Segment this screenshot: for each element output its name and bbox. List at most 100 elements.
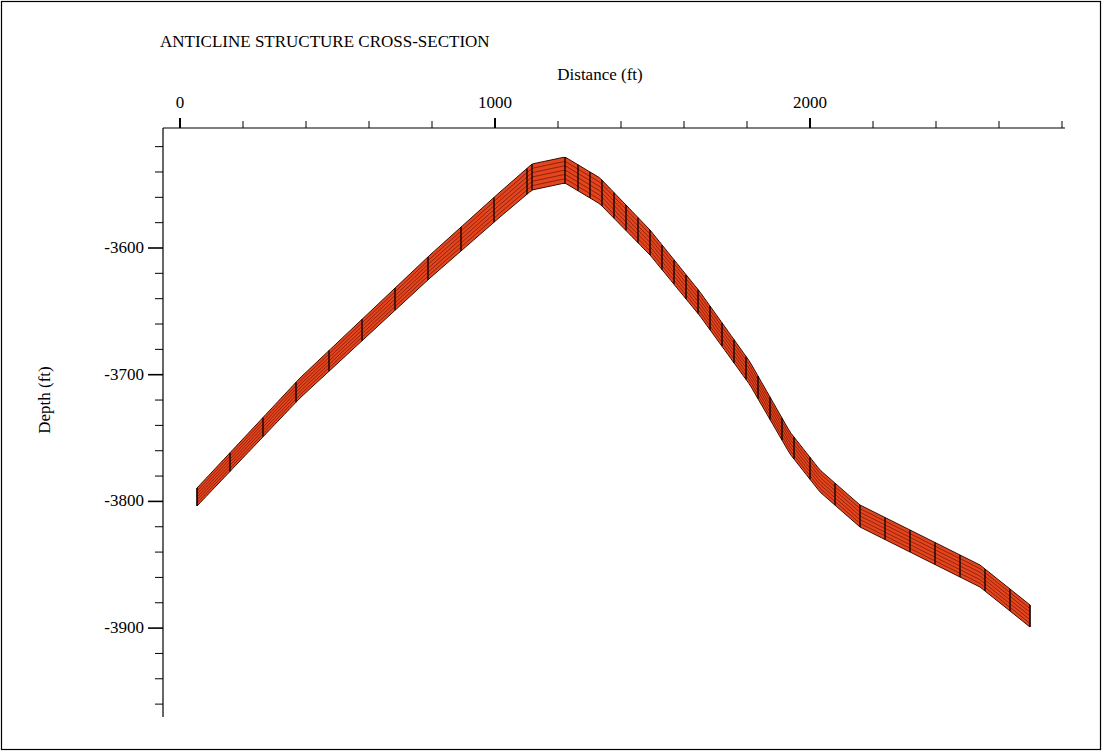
y-tick [155, 324, 163, 325]
grid-column-line [493, 197, 494, 222]
y-tick [155, 450, 163, 451]
y-tick [155, 425, 163, 426]
grid-column-line [526, 168, 527, 194]
grid-column-line [781, 418, 782, 440]
y-tick [155, 577, 163, 578]
grid-column-line [884, 518, 885, 540]
grid-column-line [809, 457, 810, 479]
grid-column-line [601, 180, 602, 206]
y-tick [155, 349, 163, 350]
y-tick [155, 704, 163, 705]
tick-label: -3600 [104, 239, 144, 258]
tick-label: -3700 [104, 365, 144, 384]
x-tick [243, 121, 244, 128]
grid-column-line [984, 569, 985, 591]
grid-column-line [577, 165, 578, 191]
axis-title: Distance (ft) [557, 66, 642, 85]
y-tick [148, 374, 163, 376]
x-tick [1062, 121, 1063, 128]
y-tick [148, 627, 163, 629]
y-tick [155, 400, 163, 401]
y-tick [155, 602, 163, 603]
grid-column-line [673, 260, 674, 285]
grid-column-line [661, 245, 662, 270]
x-tick [369, 121, 370, 128]
grid-column-line [613, 193, 614, 219]
y-tick [155, 526, 163, 527]
chart-title: ANTICLINE STRUCTURE CROSS-SECTION [160, 33, 490, 52]
anticline-grid [197, 157, 1030, 627]
grid-column-line [229, 453, 230, 472]
tick-label: 0 [176, 94, 185, 113]
x-tick [494, 118, 496, 128]
grid-column-line [834, 483, 835, 505]
y-tick [155, 273, 163, 274]
layer-line [197, 170, 1030, 616]
axes [148, 118, 1065, 717]
grid-column-line [427, 257, 428, 280]
x-tick [999, 121, 1000, 128]
tick-label: 1000 [478, 94, 512, 113]
x-tick [684, 121, 685, 128]
y-tick [155, 171, 163, 172]
axis-title: Depth (ft) [36, 366, 55, 434]
grid-column-line [793, 437, 794, 459]
grid-column-line [909, 530, 910, 552]
grid-column-line [262, 418, 263, 437]
grid-column-line [328, 351, 329, 372]
layer-line [197, 162, 1030, 609]
y-tick [155, 298, 163, 299]
tick-label: -3800 [104, 492, 144, 511]
grid-column-line [649, 230, 650, 255]
x-tick [747, 121, 748, 128]
y-tick [155, 222, 163, 223]
grid-column-line [709, 306, 710, 330]
grid-column-line [685, 275, 686, 299]
grid-column-line [531, 164, 532, 190]
grid-column-line [959, 555, 960, 577]
x-tick [936, 121, 937, 128]
x-axis [163, 127, 1065, 128]
y-tick [155, 197, 163, 198]
y-tick [148, 501, 163, 503]
y-tick [155, 476, 163, 477]
y-tick [148, 247, 163, 249]
grid-column-line [295, 382, 296, 402]
y-tick [155, 653, 163, 654]
grid-column-line [859, 505, 860, 527]
grid-column-line [637, 218, 638, 243]
layer-line [197, 175, 1030, 620]
x-tick [432, 121, 433, 128]
reservoir-layer [197, 157, 1030, 627]
grid-column-line [1009, 589, 1010, 611]
grid-column-line [460, 227, 461, 251]
grid-column-line [934, 543, 935, 565]
x-tick [621, 121, 622, 128]
tick-label: -3900 [104, 619, 144, 638]
grid-column-line [721, 323, 722, 347]
grid-column-line [1029, 605, 1030, 627]
grid-column-line [769, 397, 770, 420]
y-tick [155, 552, 163, 553]
grid-column-line [745, 356, 746, 379]
grid-column-line [733, 340, 734, 363]
x-tick [179, 118, 181, 128]
x-tick [558, 121, 559, 128]
grid-column-line [196, 488, 197, 506]
grid-column-line [564, 157, 565, 183]
tick-label: 2000 [793, 94, 827, 113]
layer-line [197, 179, 1030, 623]
grid-column-line [697, 290, 698, 314]
x-tick [809, 118, 811, 128]
grid-column-line [625, 205, 626, 230]
x-tick [306, 121, 307, 128]
grid-column-line [589, 172, 590, 198]
y-tick [155, 146, 163, 147]
grid-column-line [394, 288, 395, 310]
grid-column-line [361, 319, 362, 340]
y-tick [155, 678, 163, 679]
grid-column-line [757, 376, 758, 399]
